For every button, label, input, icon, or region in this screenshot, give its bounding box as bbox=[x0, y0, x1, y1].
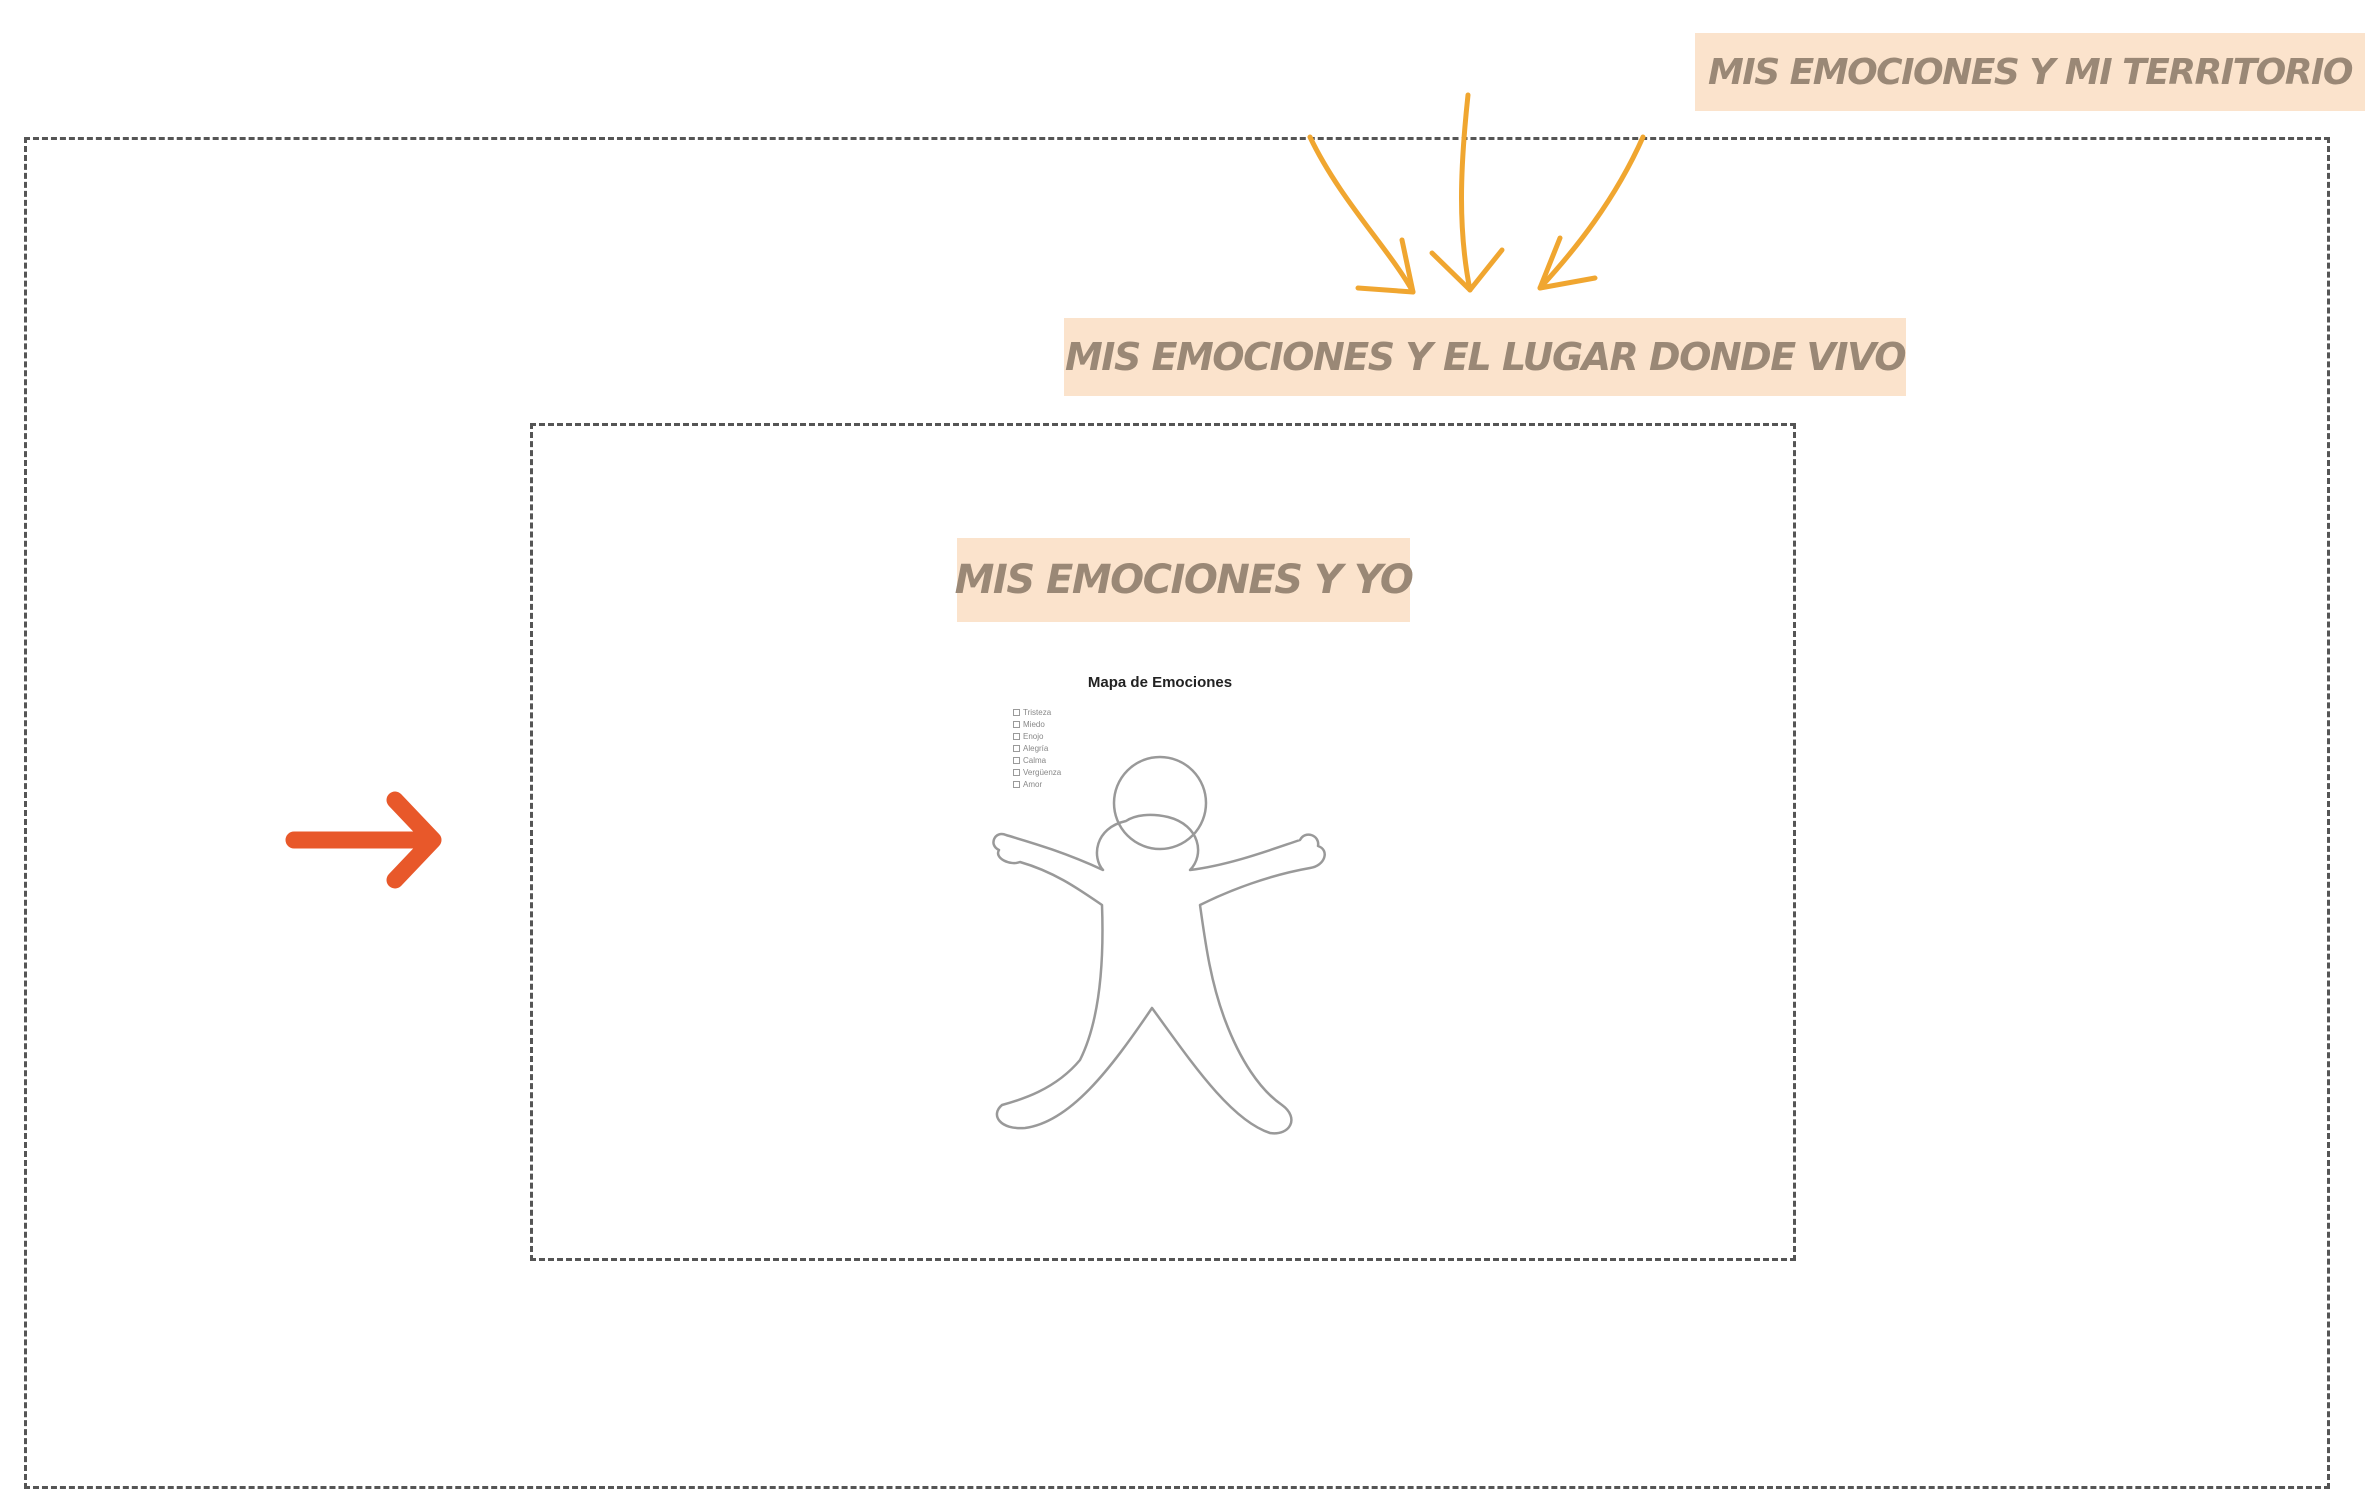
emotion-list-item: Calma bbox=[1013, 754, 1061, 766]
emotion-label: Miedo bbox=[1023, 720, 1045, 729]
checkbox-icon bbox=[1013, 721, 1020, 728]
emotion-label: Calma bbox=[1023, 756, 1046, 765]
checkbox-icon bbox=[1013, 769, 1020, 776]
curved-arrow-icon bbox=[1432, 95, 1502, 290]
right-arrow-icon bbox=[294, 800, 433, 880]
checkbox-icon bbox=[1013, 733, 1020, 740]
curved-arrows-group bbox=[1310, 95, 1643, 292]
figure-head bbox=[1114, 757, 1206, 849]
emotion-label: Vergüenza bbox=[1023, 768, 1061, 777]
emotion-checklist: Tristeza Miedo Enojo Alegría Calma Vergü… bbox=[1013, 706, 1061, 790]
worksheet-title: Mapa de Emociones bbox=[1010, 674, 1310, 691]
emotion-list-item: Vergüenza bbox=[1013, 766, 1061, 778]
body-outline-icon bbox=[993, 757, 1324, 1133]
checkbox-icon bbox=[1013, 781, 1020, 788]
curved-arrow-icon bbox=[1310, 137, 1413, 292]
emotion-label: Tristeza bbox=[1023, 708, 1051, 717]
checkbox-icon bbox=[1013, 745, 1020, 752]
checkbox-icon bbox=[1013, 757, 1020, 764]
emotion-list-item: Miedo bbox=[1013, 718, 1061, 730]
emotion-list-item: Alegría bbox=[1013, 742, 1061, 754]
curved-arrow-icon bbox=[1540, 137, 1643, 288]
emotion-label: Alegría bbox=[1023, 744, 1048, 753]
emotion-list-item: Tristeza bbox=[1013, 706, 1061, 718]
emotion-label: Amor bbox=[1023, 780, 1042, 789]
emotion-list-item: Enojo bbox=[1013, 730, 1061, 742]
emotion-list-item: Amor bbox=[1013, 778, 1061, 790]
emotion-label: Enojo bbox=[1023, 732, 1043, 741]
checkbox-icon bbox=[1013, 709, 1020, 716]
